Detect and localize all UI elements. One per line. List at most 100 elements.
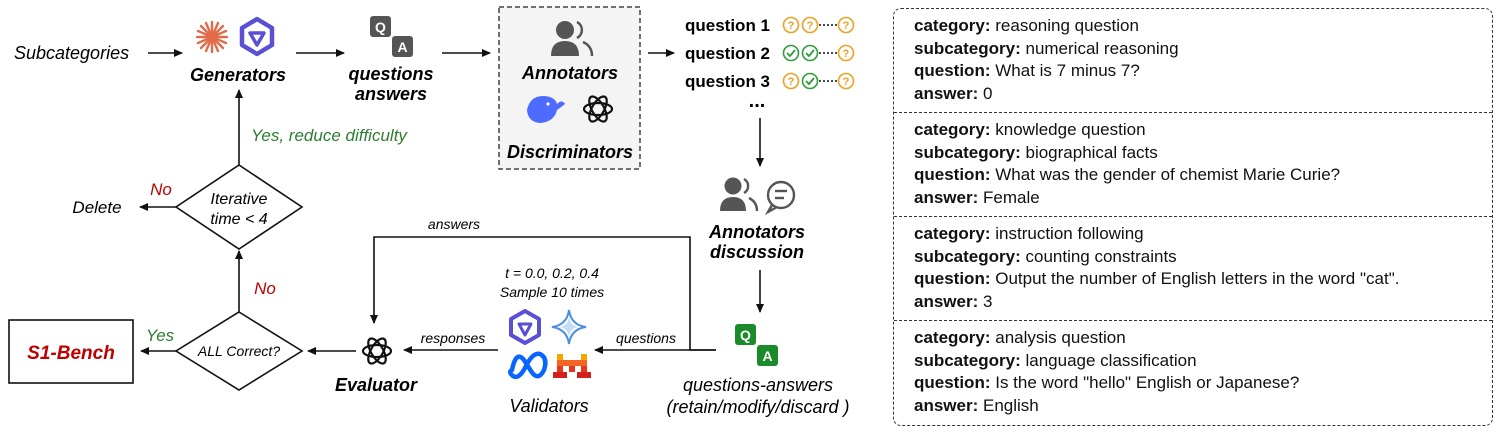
question-key: question:	[914, 61, 991, 80]
chat-bubble-icon	[764, 180, 796, 216]
svg-text:?: ?	[788, 76, 795, 88]
qwen-validator-icon	[509, 309, 541, 345]
answer-key: answer:	[914, 291, 979, 311]
subcategory-value: numerical reasoning	[1025, 38, 1179, 58]
subcategory-key: subcategory:	[914, 246, 1021, 266]
question-value: Output the number of English letters in …	[995, 269, 1400, 288]
answer-value: 0	[982, 83, 993, 103]
benchmark-label: S1-Bench	[27, 343, 115, 364]
iterative-label-line1: Iterative	[211, 191, 268, 208]
svg-text:?: ?	[843, 76, 850, 88]
annotators-icon	[551, 20, 594, 57]
qa-answers-label: answers	[355, 84, 427, 104]
all-correct-label: ALL Correct?	[197, 343, 280, 359]
svg-text:A: A	[397, 39, 407, 55]
subcategory-key: subcategory:	[914, 38, 1021, 58]
temperature-label: t = 0.0, 0.2, 0.4	[505, 265, 599, 281]
evaluator-openai-icon	[361, 337, 393, 365]
example-card-3: category: instruction following subcateg…	[894, 217, 1492, 313]
openai-icon	[582, 95, 614, 123]
answer-value: Female	[982, 187, 1040, 207]
mistral-icon	[553, 354, 591, 378]
questions-arrow-label: questions	[616, 330, 676, 346]
svg-text:Q: Q	[740, 327, 751, 343]
examples-panel: category: reasoning question subcategory…	[893, 8, 1493, 426]
qa-icon: Q A	[370, 16, 413, 57]
example-card-4: category: analysis question subcategory:…	[894, 321, 1492, 417]
question-3-label: question 3	[685, 72, 770, 91]
iterative-label-line2: time < 4	[210, 211, 267, 228]
svg-text:Q: Q	[375, 19, 386, 35]
category-key: category:	[914, 16, 991, 35]
no-branch-label: No	[254, 279, 276, 298]
category-value: knowledge question	[995, 120, 1146, 139]
flow-diagram: Subcategories Generators Q A questions a…	[8, 6, 855, 417]
subcategory-key: subcategory:	[914, 350, 1021, 370]
question-list-ellipsis: ...	[749, 90, 766, 112]
subcategories-label: Subcategories	[14, 43, 129, 63]
validators-label: Validators	[509, 396, 588, 416]
subcategory-value: biographical facts	[1025, 142, 1158, 162]
example-separator	[894, 112, 1492, 113]
svg-text:?: ?	[843, 48, 850, 60]
question-2-marks: ?	[782, 44, 855, 62]
question-1-marks: ? ? ?	[782, 16, 855, 34]
category-key: category:	[914, 120, 991, 139]
category-key: category:	[914, 224, 991, 243]
delete-label: Delete	[72, 198, 121, 217]
question-value: What was the gender of chemist Marie Cur…	[995, 165, 1341, 184]
qa-questions-label: questions	[348, 64, 433, 84]
deepseek-icon	[527, 95, 565, 123]
benchmark-box	[8, 319, 134, 384]
answer-value: English	[982, 395, 1039, 415]
qwen-icon	[239, 16, 275, 57]
subcategory-value: counting constraints	[1025, 246, 1177, 266]
qa-final-icon: Q A	[735, 324, 778, 366]
question-key: question:	[914, 165, 991, 184]
category-value: instruction following	[995, 224, 1144, 243]
answers-arrow-label: answers	[428, 216, 480, 232]
yes-label: Yes	[146, 326, 175, 345]
question-1-label: question 1	[685, 16, 770, 35]
example-card-2: category: knowledge question subcategory…	[894, 113, 1492, 209]
qa-caption-line1: questions-answers	[683, 375, 833, 395]
answer-value: 3	[982, 291, 993, 311]
question-2-label: question 2	[685, 44, 770, 63]
annotators-label: Annotators	[521, 63, 618, 83]
iterative-diamond	[174, 164, 304, 250]
category-value: analysis question	[995, 328, 1126, 347]
claude-icon	[195, 20, 229, 54]
question-value: Is the word "hello" English or Japanese?	[995, 373, 1300, 392]
answer-key: answer:	[914, 83, 979, 103]
generators-label: Generators	[190, 65, 286, 85]
yes-reduce-label: Yes, reduce difficulty	[251, 126, 408, 145]
question-value: What is 7 minus 7?	[995, 61, 1140, 80]
subcategory-value: language classification	[1025, 350, 1197, 370]
svg-text:?: ?	[843, 20, 850, 32]
example-card-1: category: reasoning question subcategory…	[894, 9, 1492, 105]
question-3-marks: ? ?	[782, 72, 855, 90]
example-separator	[894, 320, 1492, 321]
all-correct-diamond	[174, 311, 304, 391]
no-delete-label: No	[150, 180, 172, 199]
sample-label: Sample 10 times	[500, 284, 604, 300]
example-separator	[894, 216, 1492, 217]
gemini-icon	[551, 309, 587, 345]
answer-key: answer:	[914, 395, 979, 415]
evaluator-label: Evaluator	[335, 375, 418, 395]
answer-key: answer:	[914, 187, 979, 207]
category-value: reasoning question	[995, 16, 1139, 35]
qa-caption-line2: (retain/modify/discard )	[666, 397, 849, 417]
meta-icon	[508, 351, 548, 380]
svg-text:?: ?	[807, 20, 814, 32]
question-key: question:	[914, 269, 991, 288]
discussion-label-line2: discussion	[710, 242, 804, 262]
discussion-label-line1: Annotators	[708, 222, 805, 242]
subcategory-key: subcategory:	[914, 142, 1021, 162]
svg-text:A: A	[762, 348, 772, 364]
responses-arrow-label: responses	[421, 330, 486, 346]
svg-text:?: ?	[788, 20, 795, 32]
category-key: category:	[914, 328, 991, 347]
discriminators-label: Discriminators	[507, 142, 633, 162]
